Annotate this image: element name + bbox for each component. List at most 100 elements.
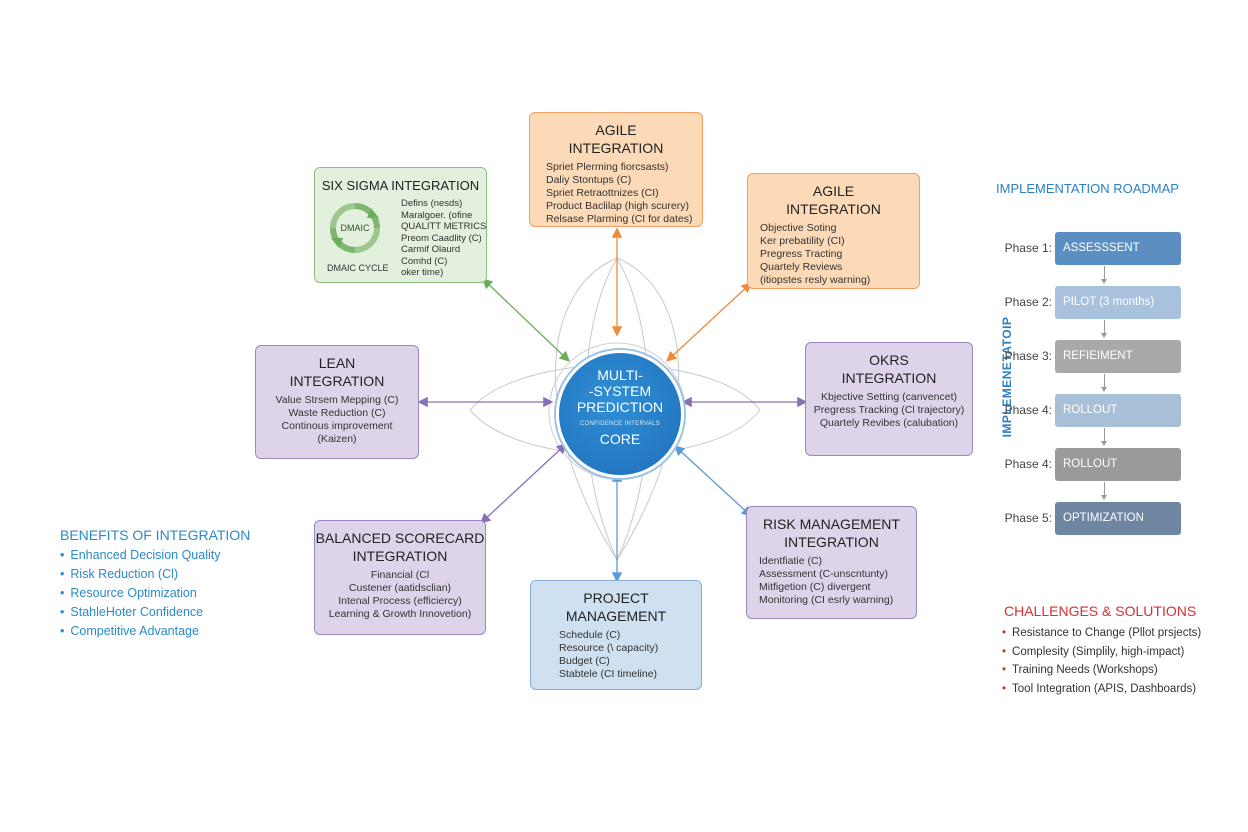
list-item: Defins (nesds): [401, 198, 463, 209]
list-item: Carmif Olaurd: [401, 244, 461, 255]
phase-box: ROLLOUT: [1055, 394, 1181, 427]
lean-title-1: LEAN: [318, 355, 356, 371]
arrow-down-icon: [1101, 482, 1107, 500]
dmaic-cycle-label: DMAIC CYCLE: [327, 263, 389, 273]
list-item: Pregress Tracking (Cl trajectory): [813, 404, 965, 416]
phase-box: ASSESSSENT: [1055, 232, 1181, 265]
bullet-icon: •: [60, 586, 65, 600]
benefit-text: StahleHoter Confidence: [70, 605, 204, 619]
list-item: Objective Soting: [760, 222, 837, 234]
risk-title-2: INTEGRATION: [784, 534, 879, 550]
phase-label: Phase 3:: [1004, 349, 1052, 363]
agile-right-items: Objective Soting Ker prebatility (CI) Pr…: [748, 222, 919, 287]
list-item: (itiopstes resly warning): [760, 274, 871, 286]
agile-top-node: AGILE INTEGRATION Spriet Plerming fiorcs…: [529, 112, 703, 227]
list-item: • StahleHoter Confidence: [60, 603, 220, 622]
connector-arrows: [417, 227, 808, 583]
list-item: Ker prebatility (CI): [760, 235, 845, 247]
list-item: Identfiatie (C): [759, 555, 823, 567]
list-item: • Training Needs (Workshops): [1002, 661, 1201, 680]
phase-label: Phase 1:: [1004, 241, 1052, 255]
list-item: • Resource Optimization: [60, 584, 220, 603]
core-subtitle: CONFIDENCE INTERVALS: [579, 421, 661, 427]
list-item: Daliy Stontups (C): [546, 174, 632, 186]
list-item: Schedule (C): [559, 629, 621, 641]
list-item: QUALITT METRICS: [401, 221, 487, 232]
arrow-down-icon: [1101, 428, 1107, 446]
lean-node: LEAN INTEGRATION Value Strsem Mepping (C…: [255, 345, 419, 459]
agile-top-title-1: AGILE: [595, 122, 637, 138]
challenge-text: Training Needs (Workshops): [1012, 664, 1158, 676]
list-item: Quartely Revibes (calubation): [819, 417, 959, 429]
list-item: Maralgoer. (ofine: [401, 209, 473, 221]
list-item: Spriet Retraottnizes (CI): [546, 187, 659, 199]
agile-right-title-1: AGILE: [812, 183, 855, 199]
arrow-down-icon: [1101, 320, 1107, 338]
six-sigma-title: SIX SIGMA INTEGRATION: [321, 178, 480, 193]
list-item: Comhd (C): [401, 255, 448, 267]
roadmap-heading: IMPLEMENTATION ROADMAP: [996, 181, 1179, 196]
risk-management-node: RISK MANAGEMENT INTEGRATION Identfiatie …: [746, 506, 917, 619]
list-item: Assessment (C-unscntunty): [759, 568, 888, 580]
list-item: Continous improvement: [281, 420, 393, 432]
benefit-text: Enhanced Decision Quality: [70, 548, 221, 562]
project-management-node: PROJECT MANAGEMENT Schedule (C) Resource…: [530, 580, 702, 690]
list-item: Pregress Tracting: [760, 248, 843, 260]
benefit-text: Risk Reduction (Cl): [70, 567, 179, 581]
list-item: Preom Caadlity (C): [401, 232, 482, 244]
challenge-text: Resistance to Change (Pllot prsjects): [1012, 627, 1202, 639]
list-item: Spriet Plerming fiorcsasts): [546, 161, 669, 173]
list-item: Value Strsem Mepping (C): [275, 394, 399, 406]
list-item: Learning & Growth Innovetion): [328, 608, 472, 620]
agile-top-title-2: INTEGRATION: [568, 140, 664, 156]
agile-top-items: Spriet Plerming fiorcsasts) Daliy Stontu…: [530, 161, 702, 226]
okrs-title-2: INTEGRATION: [841, 370, 937, 386]
project-title-2: MANAGEMENT: [565, 608, 667, 624]
risk-items: Identfiatie (C) Assessment (C-unscntunty…: [747, 555, 916, 607]
list-item: oker time): [401, 267, 444, 278]
benefits-heading: BENEFITS OF INTEGRATION: [60, 527, 251, 543]
arrow-balanced: [480, 443, 567, 524]
phase-label: Phase 4:: [1004, 403, 1052, 417]
phase-label: Phase 2:: [1004, 295, 1052, 309]
phase-label: Phase 5:: [1004, 511, 1052, 525]
phase-box: OPTIMIZATION: [1055, 502, 1181, 535]
list-item: Kbjective Setting (canvencet): [821, 391, 957, 403]
list-item: Intenal Process (efficiercy): [338, 595, 462, 607]
six-sigma-node: SIX SIGMA INTEGRATION DMAIC DMAIC CYCLE …: [314, 167, 487, 283]
list-item: Waste Reduction (C): [288, 407, 386, 419]
arrow-down-icon: [1101, 374, 1107, 392]
okrs-node: OKRS INTEGRATION Kbjective Setting (canv…: [805, 342, 973, 456]
list-item: Quartely Reviews: [760, 261, 843, 273]
risk-title-1: RISK MANAGEMENT: [763, 516, 900, 532]
bullet-icon: •: [1002, 645, 1007, 658]
lean-items: Value Strsem Mepping (C) Waste Reduction…: [256, 394, 418, 446]
list-item: Financial (Cl: [370, 569, 430, 581]
bullet-icon: •: [60, 548, 65, 562]
balanced-items: Financial (Cl Custener (aatidsclian) Int…: [315, 569, 485, 621]
challenge-text: Complesity (Simplily, high-impact): [1012, 645, 1185, 658]
challenges-heading: CHALLENGES & SOLUTIONS: [1004, 603, 1197, 619]
list-item: Mitfigetion (C) divergent: [759, 581, 871, 593]
list-item: • Risk Reduction (Cl): [60, 565, 220, 584]
list-item: (Kaizen): [317, 433, 357, 445]
dmaic-center-label: DMAIC: [341, 223, 371, 233]
core-line-1: MULTI-: [597, 367, 643, 383]
benefit-text: Resource Optimization: [70, 586, 197, 600]
bullet-icon: •: [1002, 664, 1007, 676]
list-item: Relsase Plarming (CI for dates): [546, 213, 693, 225]
bullet-icon: •: [1002, 682, 1007, 695]
bullet-icon: •: [60, 567, 65, 581]
list-item: Custener (aatidsclian): [348, 582, 452, 594]
list-item: • Complesity (Simplily, high-impact): [1002, 643, 1201, 662]
list-item: •Tool Integration (APIS, Dashboards): [1002, 680, 1201, 699]
okrs-items: Kbjective Setting (canvencet) Pregress T…: [806, 391, 972, 430]
list-item: Product Baclilap (high scurery): [546, 200, 689, 212]
list-item: Resource (\ capacity): [559, 642, 659, 654]
bullet-icon: •: [60, 605, 65, 619]
core-line-4: CORE: [599, 431, 641, 447]
dmaic-cycle-icon: DMAIC: [330, 203, 380, 253]
roadmap-vertical-label: IMPLEMENETATOIP: [1000, 316, 1014, 438]
arrow-agile-right: [666, 282, 752, 362]
list-item: Monitoring (CI esrly warning): [759, 594, 894, 606]
